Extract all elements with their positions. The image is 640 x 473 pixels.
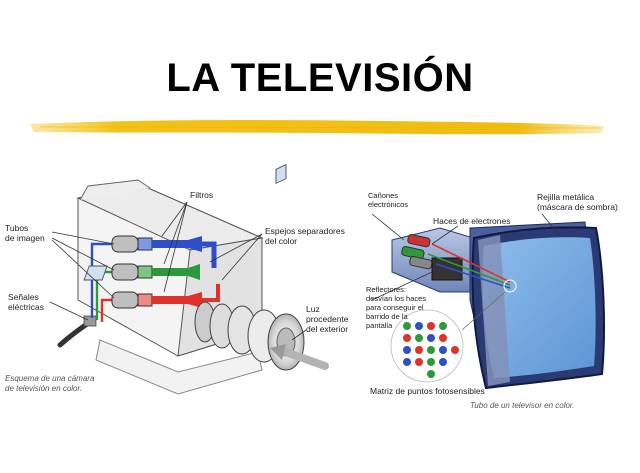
image-tube-blue [111, 235, 202, 253]
tv-tube-diagram: Cañones electrónicos Haces de electrones… [366, 191, 618, 410]
color-camera-diagram: Filtros Tubos de imagen Espejos separado… [5, 163, 351, 395]
phosphor-dot [439, 358, 447, 366]
tube-screen [482, 237, 596, 378]
caption-camera: Esquema de una cámara de televisión en c… [5, 374, 97, 393]
label-matriz: Matriz de puntos fotosensibles [370, 386, 485, 396]
label-reflectores: Reflectores: desvían los haces para cons… [366, 285, 428, 330]
wire-red [100, 298, 112, 322]
phosphor-dot [415, 358, 423, 366]
mirror-bottom [275, 163, 287, 185]
phosphor-dot [427, 322, 435, 330]
phosphor-dot [427, 334, 435, 342]
label-tubos-imagen: Tubos de imagen [5, 223, 45, 243]
phosphor-dot [439, 334, 447, 342]
label-espejos: Espejos separadores del color [265, 226, 347, 246]
label-haces: Haces de electrones [433, 216, 511, 226]
image-tube-green [111, 263, 200, 281]
phosphor-dot [403, 346, 411, 354]
caption-tv-tube: Tubo de un televisor en color. [470, 401, 575, 410]
incoming-light-arrow [270, 344, 329, 370]
slide-title: LA TELEVISIÓN [166, 56, 474, 100]
label-filtros: Filtros [190, 190, 213, 200]
electron-beams [427, 243, 511, 289]
phosphor-dot [415, 322, 423, 330]
phosphor-dot [403, 358, 411, 366]
label-luz: Luz procedente del exterior [306, 304, 351, 334]
label-senales: Señales eléctricas [8, 292, 44, 312]
phosphor-dot [415, 334, 423, 342]
phosphor-dot [415, 346, 423, 354]
phosphor-dot-matrix [390, 309, 464, 383]
title-underline-brush [30, 120, 604, 135]
phosphor-dot [439, 346, 447, 354]
shadow-mask [478, 235, 510, 386]
phosphor-dot [403, 334, 411, 342]
label-rejilla: Rejilla metálica (máscara de sombra) [537, 192, 618, 212]
camera-lens [194, 301, 305, 371]
mirror-top [83, 265, 108, 281]
phosphor-dot [427, 358, 435, 366]
phosphor-dot [403, 322, 411, 330]
phosphor-dot [427, 346, 435, 354]
beam-target-dot [503, 279, 517, 293]
wire-blue [90, 242, 112, 318]
phosphor-dot [451, 346, 459, 354]
electron-guns [401, 234, 433, 270]
phosphor-dot [439, 322, 447, 330]
image-tube-red [111, 291, 202, 309]
label-canones: Cañones electrónicos [368, 191, 408, 209]
phosphor-dot [427, 370, 435, 378]
